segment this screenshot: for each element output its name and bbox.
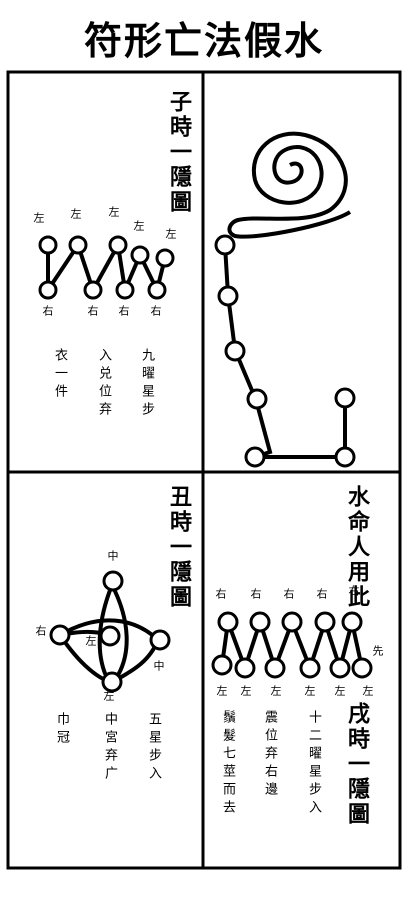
step-node xyxy=(234,657,256,679)
step-node xyxy=(130,245,150,265)
tl-label-bottom: 右 xyxy=(117,305,130,316)
bl-label-right: 中 xyxy=(152,660,165,671)
bl-text-line: 巾冠 xyxy=(54,712,69,748)
step-node xyxy=(334,387,356,409)
path-tr-nodes xyxy=(214,234,356,468)
tl-label-top: 左 xyxy=(107,206,120,217)
cross-figure-nodes xyxy=(49,570,171,693)
br-label-top: 右 xyxy=(282,588,295,599)
step-node xyxy=(214,234,236,256)
step-node xyxy=(83,280,103,300)
br-heading-bottom: 戌時一隱圖 xyxy=(344,702,370,827)
step-node xyxy=(211,654,233,676)
step-node xyxy=(99,625,121,647)
step-node xyxy=(246,388,268,410)
step-node xyxy=(147,280,167,300)
spiral-path-tr xyxy=(223,131,352,459)
bl-label-bottom: 左 xyxy=(102,690,115,701)
step-node xyxy=(217,285,239,307)
bl-label-top: 中 xyxy=(106,550,119,561)
step-node xyxy=(264,657,286,679)
br-heading-top: 水命人用此 xyxy=(344,485,370,610)
br-label-bottom: 左 xyxy=(333,685,346,696)
bl-label-inner: 左 xyxy=(84,635,97,646)
br-label-top: 右 xyxy=(315,588,328,599)
step-node xyxy=(249,611,271,633)
step-node xyxy=(115,280,135,300)
tl-label-top: 左 xyxy=(164,228,177,239)
br-text-line: 十二曜星步入 xyxy=(306,710,321,818)
tl-label-top: 左 xyxy=(32,212,45,223)
step-node xyxy=(314,611,336,633)
tl-heading: 子時一隱圖 xyxy=(166,90,192,215)
tl-label-top: 左 xyxy=(69,208,82,219)
step-node xyxy=(68,235,88,255)
step-node xyxy=(217,611,239,633)
tl-label-bottom: 右 xyxy=(86,305,99,316)
zigzag-br-nodes xyxy=(211,611,373,679)
step-node xyxy=(155,248,175,268)
br-label-bottom: 左 xyxy=(303,685,316,696)
br-label-top: 右 xyxy=(347,585,360,596)
br-label-top: 右 xyxy=(214,588,227,599)
tl-label-top: 左 xyxy=(132,220,145,231)
br-first-label: 先 xyxy=(371,645,384,656)
tl-text-line: 九曜星步 xyxy=(139,348,154,420)
br-label-top: 右 xyxy=(249,588,262,599)
tl-text-line: 衣一件 xyxy=(52,348,67,402)
step-node xyxy=(244,446,266,468)
br-text-line: 鬚髮七莖而去 xyxy=(220,710,235,818)
step-node xyxy=(341,611,363,633)
br-label-bottom: 左 xyxy=(239,685,252,696)
br-label-bottom: 左 xyxy=(215,685,228,696)
tl-label-bottom: 右 xyxy=(149,305,162,316)
step-node xyxy=(334,446,356,468)
bl-text-line: 五星步入 xyxy=(146,712,161,784)
step-node xyxy=(329,657,351,679)
step-node xyxy=(38,280,58,300)
step-node xyxy=(108,235,128,255)
step-node xyxy=(101,671,123,693)
step-node xyxy=(38,235,58,255)
step-node xyxy=(49,624,71,646)
br-text-line: 震位弃右邊 xyxy=(262,710,277,800)
bl-heading: 丑時一隱圖 xyxy=(166,485,192,610)
step-node xyxy=(299,657,321,679)
bl-label-left: 右 xyxy=(34,625,47,636)
step-node xyxy=(149,629,171,651)
tl-label-bottom: 右 xyxy=(41,305,54,316)
step-node xyxy=(102,570,124,592)
bl-text-line: 中宮弃广 xyxy=(102,712,117,784)
zigzag-tl-nodes xyxy=(38,235,175,300)
tl-text-line: 入兑位弃 xyxy=(96,348,111,420)
step-node xyxy=(224,340,246,362)
br-label-bottom: 左 xyxy=(361,685,374,696)
page-title: 符形亡法假水 xyxy=(83,18,324,63)
step-node xyxy=(281,611,303,633)
br-label-bottom: 左 xyxy=(269,685,282,696)
step-node xyxy=(351,657,373,679)
